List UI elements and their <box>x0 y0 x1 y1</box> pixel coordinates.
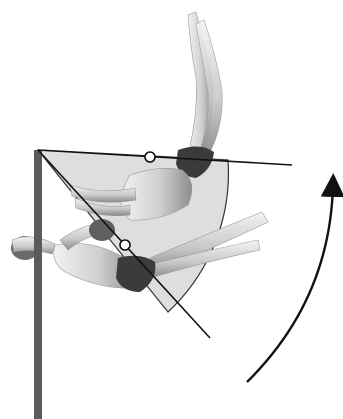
upper-body-line <box>37 149 293 166</box>
rotation-arrow <box>246 173 343 383</box>
vertical-bar <box>34 150 42 419</box>
lower-figure <box>11 211 269 292</box>
lower-pivot-marker <box>119 239 131 251</box>
upper-figure <box>69 11 223 241</box>
upper-pivot-marker <box>144 151 156 163</box>
